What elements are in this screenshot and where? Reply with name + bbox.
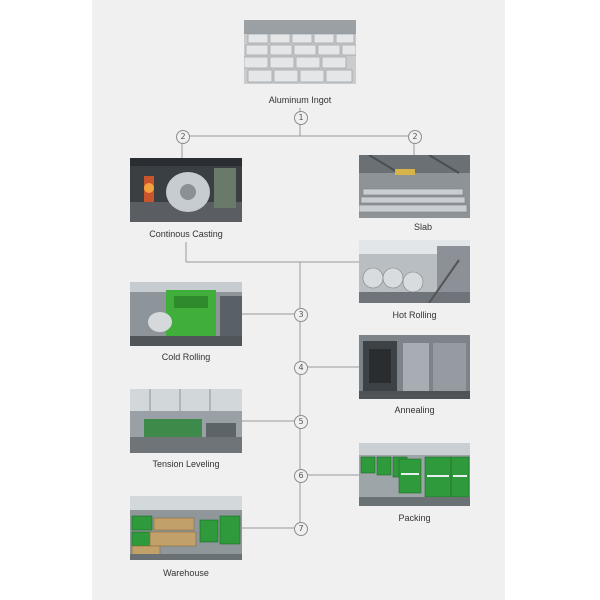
continuous-casting-label: Continous Casting (149, 229, 223, 239)
step-node-6: 6 (294, 469, 308, 483)
cold-rolling-label: Cold Rolling (161, 352, 211, 362)
step-node-4: 4 (294, 361, 308, 375)
step-node-5: 5 (294, 415, 308, 429)
annealing-label: Annealing (394, 405, 435, 415)
annealing-photo (359, 335, 470, 399)
step-node-3: 3 (294, 308, 308, 322)
slab-label: Slab (414, 222, 433, 232)
warehouse-photo (130, 496, 242, 560)
packing-label: Packing (398, 513, 431, 523)
step-node-1: 1 (294, 111, 308, 125)
tension-leveling-label: Tension Leveling (152, 459, 220, 469)
warehouse-label: Warehouse (163, 568, 209, 578)
hot-rolling-photo (359, 240, 470, 303)
continuous-casting-photo (130, 158, 242, 222)
step-node-7: 7 (294, 522, 308, 536)
step-node-2-left: 2 (176, 130, 190, 144)
slab-photo (359, 155, 470, 218)
packing-photo (359, 443, 470, 506)
hot-rolling-label: Hot Rolling (392, 310, 437, 320)
step-node-2-right: 2 (408, 130, 422, 144)
cold-rolling-photo (130, 282, 242, 346)
aluminum-ingot-label: Aluminum Ingot (268, 95, 332, 105)
tension-leveling-photo (130, 389, 242, 453)
aluminum-ingot-photo (244, 20, 356, 84)
